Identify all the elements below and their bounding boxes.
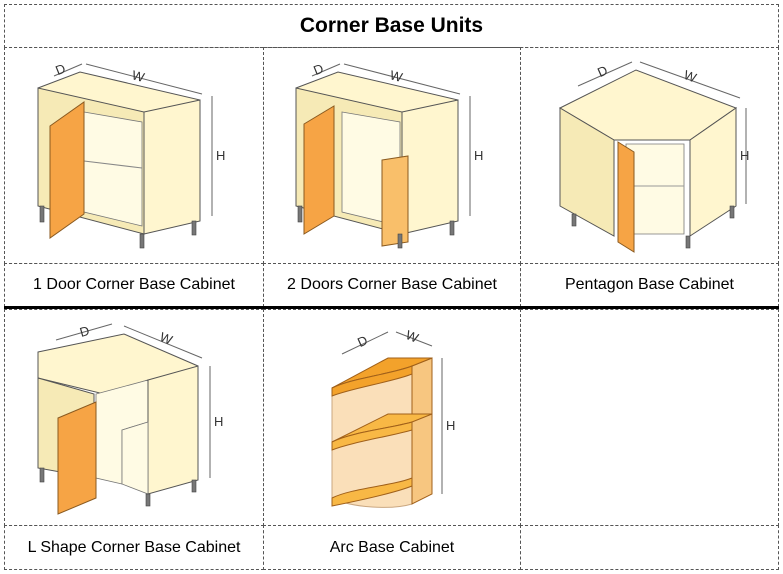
width-label: W <box>158 329 176 348</box>
width-label: W <box>404 327 422 346</box>
cell-label-4: L Shape Corner Base Cabinet <box>4 525 264 570</box>
width-label: W <box>681 67 698 86</box>
height-label: H <box>740 148 749 163</box>
cell-image-4: D W H <box>4 309 264 526</box>
product-table: Corner Base Units D W H D W <box>4 4 779 570</box>
cell-label-6 <box>520 525 779 570</box>
width-label: W <box>388 67 404 85</box>
cell-image-2: D W H <box>263 47 521 264</box>
row-divider <box>4 306 779 309</box>
width-label: W <box>130 67 146 85</box>
pentagon-cabinet-icon: D W H <box>558 61 749 253</box>
cell-image-5: D W H <box>263 309 521 526</box>
height-label: H <box>214 414 223 429</box>
depth-label: D <box>355 332 370 350</box>
height-label: H <box>474 148 483 163</box>
two-doors-corner-cabinet-icon: D W H <box>295 60 483 248</box>
cell-label-2: 2 Doors Corner Base Cabinet <box>263 263 521 307</box>
depth-label: D <box>78 322 91 339</box>
cell-image-3: D W H <box>520 47 779 264</box>
cell-image-1: D W H <box>4 47 264 264</box>
height-label: H <box>216 148 225 163</box>
cell-label-5: Arc Base Cabinet <box>263 525 521 570</box>
arc-cabinet-icon: D W H <box>331 327 455 508</box>
height-label: H <box>446 418 455 433</box>
table-title: Corner Base Units <box>4 4 779 48</box>
one-door-corner-cabinet-icon: D W H <box>37 60 225 248</box>
cell-label-3: Pentagon Base Cabinet <box>520 263 779 307</box>
cell-image-6-empty <box>520 309 779 526</box>
cell-label-1: 1 Door Corner Base Cabinet <box>4 263 264 307</box>
l-shape-cabinet-icon: D W H <box>37 322 223 515</box>
